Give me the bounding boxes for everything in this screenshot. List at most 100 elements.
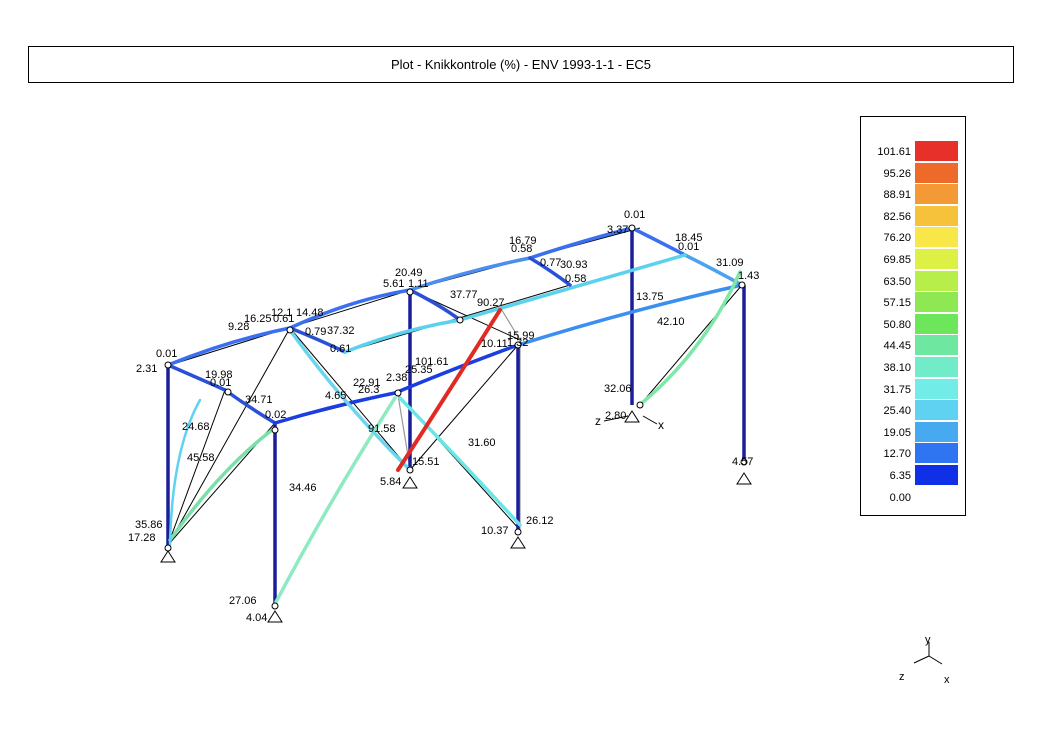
value-label: 16.25: [244, 313, 272, 325]
value-label: 9.28: [228, 321, 249, 333]
legend-swatch: [915, 465, 958, 485]
legend-row: 63.50: [861, 270, 967, 294]
axis-z-label: z: [899, 671, 905, 683]
value-label: 91.58: [368, 423, 396, 435]
axis-y-label: y: [925, 634, 931, 646]
legend-value: 44.45: [883, 340, 911, 353]
legend-row: 57.15: [861, 292, 967, 315]
value-label: 31.60: [468, 437, 496, 449]
value-label: 17.28: [128, 532, 156, 544]
legend-value: 0.00: [889, 491, 911, 504]
legend-value: 6.35: [889, 470, 911, 482]
legend-row: 88.91: [861, 184, 967, 207]
value-label: 4.04: [246, 612, 267, 624]
value-label: 18.45: [675, 232, 703, 244]
value-label: 90.27: [477, 297, 505, 309]
value-label: 15.99: [507, 330, 535, 342]
legend-swatch: [915, 357, 958, 377]
value-label: 0.58: [511, 243, 532, 255]
value-label: 101.61: [415, 356, 449, 368]
legend-value: 95.26: [883, 167, 911, 180]
legend-value: 38.10: [883, 362, 911, 374]
value-label: 2.80: [605, 410, 626, 422]
legend-value: 63.50: [883, 275, 911, 288]
legend-swatch: [915, 141, 958, 161]
legend-row: 25.40: [861, 400, 967, 423]
legend-value: 69.85: [883, 254, 911, 266]
member-value-labels: 0.01 3.37 16.79 18.45 0.58 0.01 0.77 30.…: [128, 209, 759, 624]
value-label: 42.10: [657, 316, 685, 328]
value-label: 45.58: [187, 452, 215, 464]
value-label: 26.3: [358, 384, 379, 396]
legend-value: 101.61: [877, 146, 911, 158]
legend-swatch: [915, 184, 958, 205]
value-label: 5.61: [383, 278, 404, 290]
value-label: 1.43: [738, 270, 759, 282]
value-label: 0.61: [273, 313, 294, 325]
legend-row: 101.61: [861, 141, 967, 164]
legend-swatch: [915, 313, 958, 334]
value-label: 24.68: [182, 421, 210, 433]
value-label: 15.51: [412, 456, 440, 468]
legend-row: 0.00: [861, 489, 967, 510]
legend-row: 69.85: [861, 249, 967, 272]
axis-x-label: x: [944, 674, 950, 686]
legend-swatch: [915, 162, 958, 183]
legend-value: 31.75: [883, 383, 911, 396]
value-label: 1.11: [408, 278, 429, 290]
members: [166, 226, 744, 604]
value-label: 20.49: [395, 267, 423, 279]
value-label: 10.37: [481, 525, 509, 537]
value-label: 32.06: [604, 383, 632, 395]
value-label: 2.31: [136, 363, 157, 375]
legend-swatch: [915, 378, 958, 399]
value-label: 34.46: [289, 482, 317, 494]
local-axis-x-label: x: [658, 418, 664, 432]
legend-row: 31.75: [861, 378, 967, 402]
legend-row: 6.35: [861, 465, 967, 488]
value-label: 37.32: [327, 325, 355, 337]
value-label: 37.77: [450, 289, 478, 301]
legend-value: 82.56: [883, 210, 911, 223]
columns: [166, 230, 746, 605]
value-label: 12.1: [271, 307, 292, 319]
value-label: 1.32: [507, 337, 528, 349]
value-label: 0.01: [156, 348, 177, 360]
value-label: 19.98: [205, 369, 233, 381]
value-label: 0.02: [265, 409, 286, 421]
value-label: 30.93: [560, 259, 588, 271]
legend-row: 82.56: [861, 205, 967, 229]
value-label: 25.35: [405, 364, 433, 376]
value-label: 22.91: [353, 377, 381, 389]
legend-swatch: [915, 205, 958, 226]
legend-value: 50.80: [883, 318, 911, 331]
legend-row: 44.45: [861, 335, 967, 358]
legend-swatch: [915, 249, 958, 269]
value-label: 14.48: [296, 307, 324, 319]
legend-value: 12.70: [883, 448, 911, 461]
value-label: 2.38: [386, 372, 407, 384]
plot-title: Plot - Knikkontrole (%) - ENV 1993-1-1 -…: [28, 46, 1014, 83]
value-label: 0.01: [624, 209, 645, 221]
value-label: 26.12: [526, 515, 554, 527]
value-label: 31.09: [716, 257, 744, 269]
value-label: 3.37: [607, 224, 628, 236]
legend-row: 12.70: [861, 443, 967, 466]
local-axis-z-label: z: [595, 414, 601, 428]
legend-swatch: [915, 443, 958, 464]
value-label: 13.75: [636, 291, 664, 303]
value-label: 4.57: [732, 456, 753, 468]
value-label: 0.58: [565, 273, 586, 285]
value-label: 4.65: [325, 390, 346, 402]
legend-swatch: [915, 421, 958, 442]
global-axis-triad: y x z: [892, 630, 962, 690]
legend-swatch: [915, 400, 958, 421]
value-label: 10.11: [481, 338, 508, 350]
legend-value: 88.91: [883, 189, 911, 202]
supports: [160, 410, 752, 623]
legend-value: 57.15: [883, 297, 911, 310]
plot-title-text: Plot - Knikkontrole (%) - ENV 1993-1-1 -…: [390, 57, 652, 72]
value-label: 0.01: [678, 241, 699, 253]
